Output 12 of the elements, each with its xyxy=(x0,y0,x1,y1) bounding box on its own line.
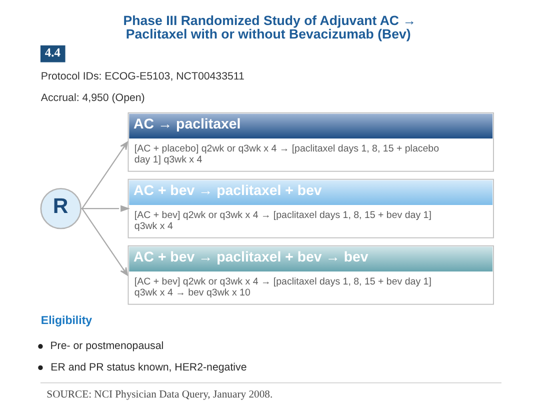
node-circle: R xyxy=(40,188,82,230)
label: Pre- or postmenopausal xyxy=(50,340,164,352)
arrow xyxy=(82,142,128,209)
arrow xyxy=(80,205,130,212)
caption: SOURCE: NCI Physician Data Query, January 2008. xyxy=(46,389,273,400)
label: Accrual: 4,950 (Open) xyxy=(40,92,145,104)
label: ER and PR status known, HER2-negative xyxy=(50,361,247,374)
diagram-title: Phase III Randomized Study of Adjuvant AC → Paclitaxel with or without Bevacizumab (Bev) xyxy=(123,13,416,42)
label: Eligibility xyxy=(40,315,92,328)
arrow xyxy=(82,208,128,276)
label: 4.4 xyxy=(44,45,60,60)
label: Protocol IDs: ECOG-E5103, NCT00433511 xyxy=(40,70,244,83)
